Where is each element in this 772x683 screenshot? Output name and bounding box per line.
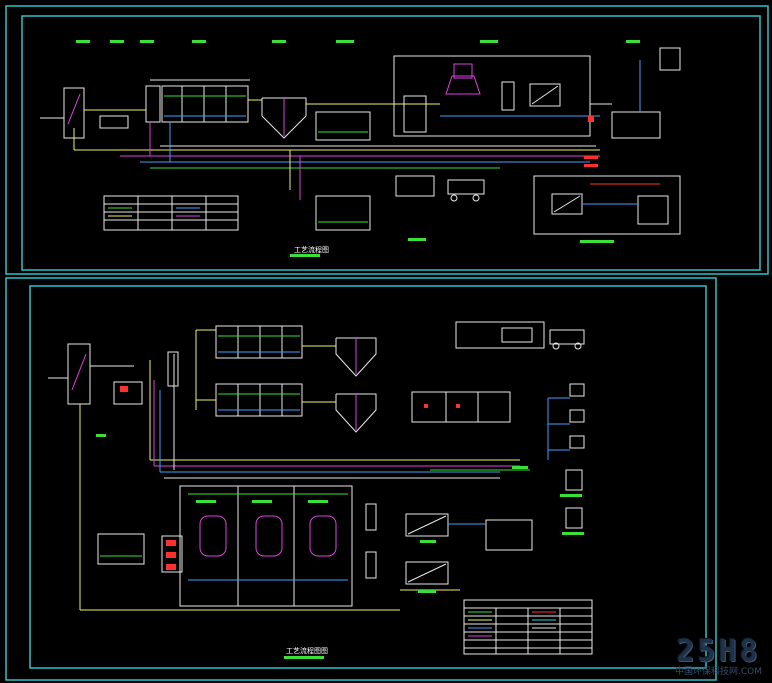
- top-middle-tank: [306, 103, 440, 141]
- bottom-membrane-units: [365, 503, 533, 593]
- top-bio-tanks: [145, 79, 250, 123]
- top-drawing: 工艺流程图: [5, 5, 769, 275]
- bottom-dosing-tanks: [411, 391, 511, 423]
- bottom-drawing: 工艺流程图图: [5, 277, 717, 681]
- top-pipe-bundle: [73, 122, 600, 200]
- top-outlet-tank: [588, 47, 681, 139]
- bottom-drawing-title: 工艺流程图图: [286, 646, 328, 655]
- watermark-logo: 25H8: [676, 634, 761, 669]
- site-watermark: 25H8 中国环保科技网.COM: [675, 634, 762, 678]
- bottom-blowers: [547, 383, 585, 535]
- bottom-pump-set: [161, 535, 183, 573]
- top-sludge-section: [315, 175, 485, 231]
- bottom-bio-tanks-lower: [215, 383, 303, 417]
- bottom-sludge-building: [455, 321, 585, 350]
- top-inlet-screen: [40, 87, 146, 139]
- top-equipment-room: [393, 55, 600, 137]
- bottom-pipe-bundle: [79, 329, 530, 611]
- bottom-clean-tank: [97, 533, 145, 565]
- top-frame-inner: [21, 15, 761, 271]
- top-clarifier: [248, 97, 307, 139]
- bottom-inlet-screen: [48, 343, 143, 437]
- bottom-frame-inner: [29, 285, 707, 669]
- top-header-labels: [76, 40, 640, 43]
- watermark-text: 中国环保科技网.COM: [675, 667, 762, 677]
- bottom-legend-table: [463, 599, 593, 655]
- bottom-clarifiers: [302, 337, 377, 433]
- bottom-bio-tanks-upper: [215, 325, 303, 359]
- top-legend-table: [103, 195, 239, 231]
- bottom-filter-vessels: [179, 485, 353, 607]
- top-detail-inset: [533, 175, 681, 243]
- bottom-frame-outer: [5, 277, 717, 681]
- top-frame-outer: [5, 5, 769, 275]
- top-drawing-title: 工艺流程图: [294, 245, 329, 254]
